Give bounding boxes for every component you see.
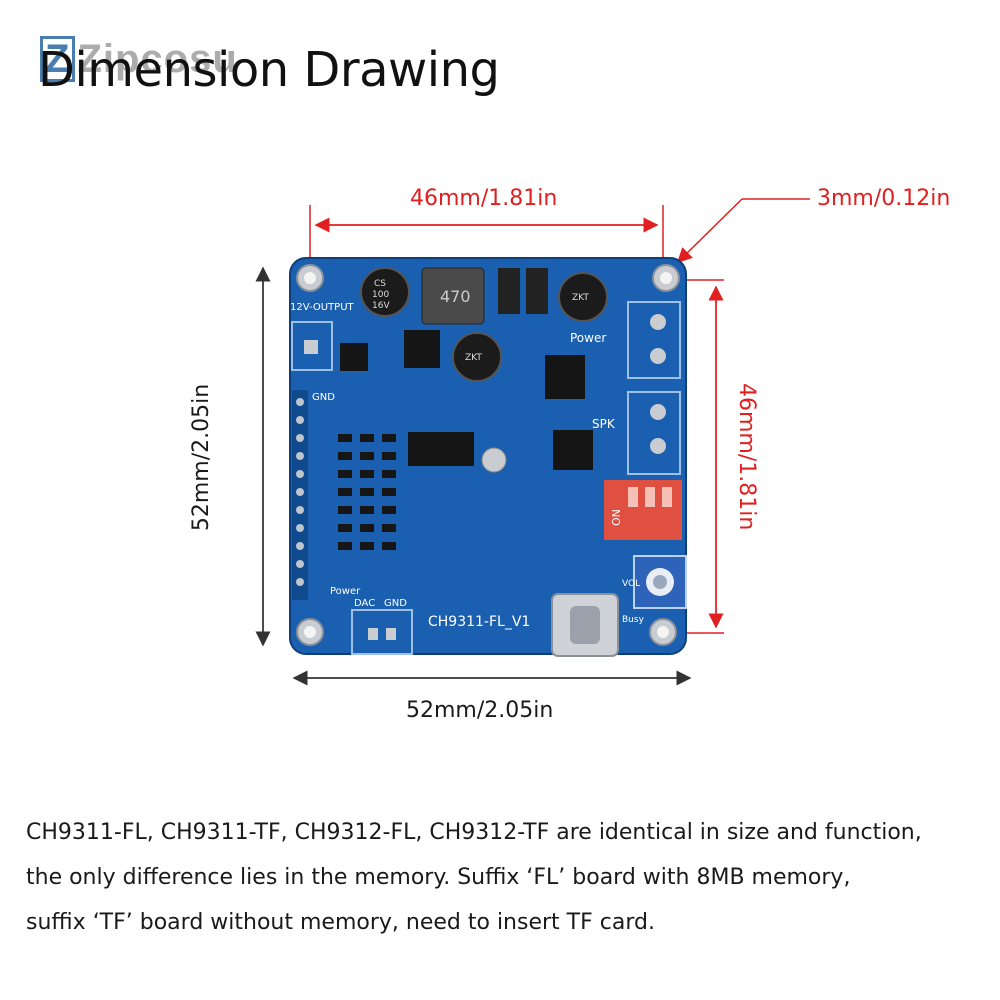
resistor-array: [338, 434, 396, 550]
description-line: CH9311-FL, CH9311-TF, CH9312-FL, CH9312-…: [26, 820, 922, 845]
capacitor-cs100: CS 100 16V: [360, 267, 410, 317]
label-12v-output: 12V-OUTPUT: [290, 302, 355, 313]
speaker-screw: [481, 447, 507, 473]
label-gnd-dac: GND: [384, 598, 407, 609]
capacitor-zkt220: ZKT: [558, 272, 608, 322]
dimension-drawing: CS 100 16V 470 ZKT ZKT ON: [255, 198, 810, 686]
capacitor-zkt100: ZKT: [452, 332, 502, 382]
ic-chip: [545, 355, 585, 399]
svg-text:470: 470: [440, 287, 471, 306]
label-busy: Busy: [622, 615, 645, 625]
dim-hole-size: 3mm/0.12in: [817, 186, 951, 211]
svg-text:CS: CS: [374, 279, 386, 289]
svg-text:ON: ON: [610, 509, 623, 526]
svg-text:16V: 16V: [372, 301, 390, 311]
logo-text: Zipcosu: [77, 37, 238, 81]
inductor-470: [421, 267, 485, 325]
dim-bottom-width: 52mm/2.05in: [406, 698, 554, 723]
label-spk: SPK: [592, 417, 616, 431]
top-dimension-line: [309, 205, 664, 262]
label-power-top: Power: [570, 331, 606, 345]
page-title: Dimension Drawing: [38, 42, 500, 98]
pin-header: [292, 390, 308, 600]
svg-text:ZKT: ZKT: [572, 293, 589, 303]
ic-chip: [553, 430, 593, 470]
svg-text:100: 100: [372, 290, 389, 300]
board-model-label: CH9311-FL_V1: [428, 614, 530, 630]
dim-top-width: 46mm/1.81in: [410, 186, 558, 211]
hole-callout-line: [676, 198, 810, 264]
logo-z-mark: Z: [40, 36, 76, 82]
description-text: CH9311-FL, CH9311-TF, CH9312-FL, CH9312-…: [26, 810, 976, 945]
label-dac: DAC: [354, 598, 375, 609]
ic-chip: [408, 432, 474, 466]
power-terminal: [627, 301, 681, 379]
mounting-hole: [652, 264, 680, 292]
right-dimension-line: [680, 279, 724, 634]
dim-right-height: 46mm/1.81in: [734, 383, 759, 531]
description-line: suffix ‘TF’ board without memory, need t…: [26, 910, 655, 935]
mounting-hole: [649, 618, 677, 646]
dim-left-height: 52mm/2.05in: [189, 383, 215, 532]
mounting-hole: [296, 264, 324, 292]
label-power-bottom: Power: [330, 586, 361, 597]
label-vol: VOL: [622, 579, 640, 589]
dac-terminal: [351, 609, 413, 655]
description-line: the only difference lies in the memory. …: [26, 865, 851, 890]
svg-text:ZKT: ZKT: [465, 353, 482, 363]
label-gnd: GND: [312, 392, 335, 403]
mounting-hole: [296, 618, 324, 646]
ic-chip: [404, 330, 440, 368]
speaker-terminal: [627, 391, 681, 475]
pcb-board: CS 100 16V 470 ZKT ZKT ON: [289, 257, 687, 657]
